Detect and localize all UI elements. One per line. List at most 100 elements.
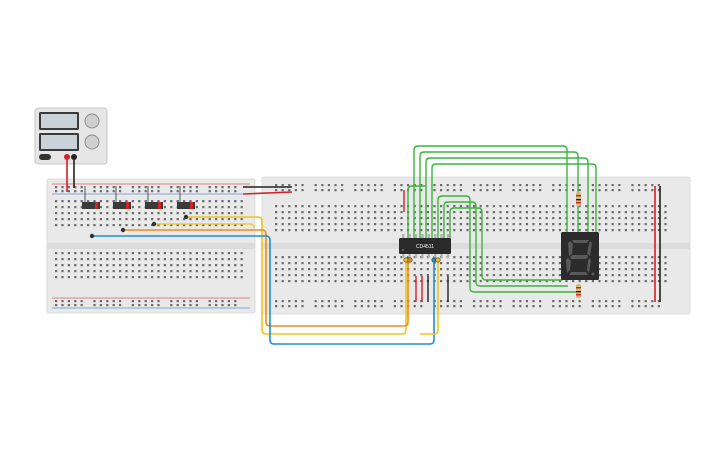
- breadboard-hole[interactable]: [545, 205, 548, 208]
- signal-wires[interactable]: [89, 214, 439, 345]
- breadboard-hole[interactable]: [301, 217, 304, 220]
- breadboard-hole[interactable]: [618, 280, 621, 283]
- breadboard-hole[interactable]: [163, 276, 166, 279]
- breadboard-hole[interactable]: [512, 268, 515, 271]
- breadboard-hole[interactable]: [138, 190, 141, 193]
- ic-bottom-wires[interactable]: [415, 276, 449, 302]
- ic-pin[interactable]: [434, 234, 437, 238]
- breadboard-hole[interactable]: [327, 211, 330, 214]
- breadboard-hole[interactable]: [314, 184, 317, 187]
- breadboard-hole[interactable]: [334, 205, 337, 208]
- breadboard-hole[interactable]: [157, 258, 160, 261]
- breadboard-hole[interactable]: [473, 223, 476, 226]
- breadboard-hole[interactable]: [638, 211, 641, 214]
- breadboard-hole[interactable]: [301, 184, 304, 187]
- breadboard-hole[interactable]: [334, 300, 337, 303]
- breadboard-hole[interactable]: [308, 229, 311, 232]
- breadboard-hole[interactable]: [380, 223, 383, 226]
- breadboard-hole[interactable]: [294, 305, 297, 308]
- breadboard-hole[interactable]: [227, 304, 230, 307]
- switch-1[interactable]: [82, 186, 100, 209]
- breadboard-hole[interactable]: [308, 205, 311, 208]
- breadboard-hole[interactable]: [74, 300, 77, 303]
- breadboard-hole[interactable]: [552, 268, 555, 271]
- breadboard-hole[interactable]: [183, 212, 186, 215]
- breadboard-hole[interactable]: [55, 258, 58, 261]
- breadboard-hole[interactable]: [341, 217, 344, 220]
- breadboard-hole[interactable]: [657, 217, 660, 220]
- breadboard-hole[interactable]: [539, 262, 542, 265]
- breadboard-hole[interactable]: [466, 268, 469, 271]
- breadboard-hole[interactable]: [301, 268, 304, 271]
- yellow-wire-c[interactable]: [420, 262, 439, 335]
- breadboard-hole[interactable]: [459, 205, 462, 208]
- breadboard-hole[interactable]: [664, 229, 667, 232]
- breadboard-hole[interactable]: [208, 276, 211, 279]
- breadboard-hole[interactable]: [314, 229, 317, 232]
- breadboard-hole[interactable]: [374, 274, 377, 277]
- breadboard-hole[interactable]: [440, 229, 443, 232]
- breadboard-hole[interactable]: [281, 229, 284, 232]
- breadboard-hole[interactable]: [367, 229, 370, 232]
- breadboard-hole[interactable]: [433, 184, 436, 187]
- breadboard-hole[interactable]: [61, 212, 64, 215]
- breadboard-hole[interactable]: [208, 186, 211, 189]
- breadboard-hole[interactable]: [374, 189, 377, 192]
- breadboard-hole[interactable]: [591, 305, 594, 308]
- breadboard-hole[interactable]: [426, 229, 429, 232]
- breadboard-hole[interactable]: [55, 206, 58, 209]
- breadboard-hole[interactable]: [459, 268, 462, 271]
- ic-pin[interactable]: [402, 254, 405, 258]
- breadboard-hole[interactable]: [67, 206, 70, 209]
- breadboard-hole[interactable]: [651, 274, 654, 277]
- breadboard-hole[interactable]: [519, 268, 522, 271]
- breadboard-hole[interactable]: [446, 211, 449, 214]
- breadboard-hole[interactable]: [644, 223, 647, 226]
- breadboard-hole[interactable]: [433, 217, 436, 220]
- breadboard-hole[interactable]: [221, 212, 224, 215]
- breadboard-hole[interactable]: [157, 300, 160, 303]
- breadboard-hole[interactable]: [61, 300, 64, 303]
- breadboard-hole[interactable]: [374, 217, 377, 220]
- breadboard-hole[interactable]: [512, 300, 515, 303]
- breadboard-hole[interactable]: [506, 256, 509, 259]
- breadboard-hole[interactable]: [321, 305, 324, 308]
- breadboard-hole[interactable]: [288, 205, 291, 208]
- breadboard-hole[interactable]: [479, 223, 482, 226]
- breadboard-hole[interactable]: [275, 300, 278, 303]
- breadboard-hole[interactable]: [195, 224, 198, 227]
- breadboard-hole[interactable]: [506, 223, 509, 226]
- breadboard-hole[interactable]: [651, 229, 654, 232]
- breadboard-hole[interactable]: [387, 274, 390, 277]
- breadboard-hole[interactable]: [380, 217, 383, 220]
- breadboard-hole[interactable]: [61, 200, 64, 203]
- breadboard-hole[interactable]: [288, 305, 291, 308]
- breadboard-hole[interactable]: [532, 205, 535, 208]
- breadboard-hole[interactable]: [215, 300, 218, 303]
- breadboard-hole[interactable]: [112, 304, 115, 307]
- breadboard-hole[interactable]: [532, 223, 535, 226]
- breadboard-hole[interactable]: [112, 264, 115, 267]
- breadboard-hole[interactable]: [525, 184, 528, 187]
- breadboard-hole[interactable]: [598, 274, 601, 277]
- breadboard-hole[interactable]: [512, 217, 515, 220]
- breadboard-hole[interactable]: [492, 205, 495, 208]
- breadboard-hole[interactable]: [138, 212, 141, 215]
- breadboard-hole[interactable]: [99, 304, 102, 307]
- breadboard-hole[interactable]: [138, 304, 141, 307]
- breadboard-hole[interactable]: [532, 256, 535, 259]
- breadboard-hole[interactable]: [360, 217, 363, 220]
- breadboard-hole[interactable]: [433, 211, 436, 214]
- breadboard-hole[interactable]: [163, 270, 166, 273]
- breadboard-hole[interactable]: [420, 229, 423, 232]
- breadboard-hole[interactable]: [459, 300, 462, 303]
- breadboard-hole[interactable]: [87, 264, 90, 267]
- breadboard-hole[interactable]: [327, 274, 330, 277]
- breadboard-hole[interactable]: [605, 262, 608, 265]
- breadboard-hole[interactable]: [512, 280, 515, 283]
- breadboard-hole[interactable]: [176, 190, 179, 193]
- breadboard-hole[interactable]: [294, 274, 297, 277]
- breadboard-hole[interactable]: [459, 256, 462, 259]
- breadboard-hole[interactable]: [288, 211, 291, 214]
- breadboard-hole[interactable]: [61, 190, 64, 193]
